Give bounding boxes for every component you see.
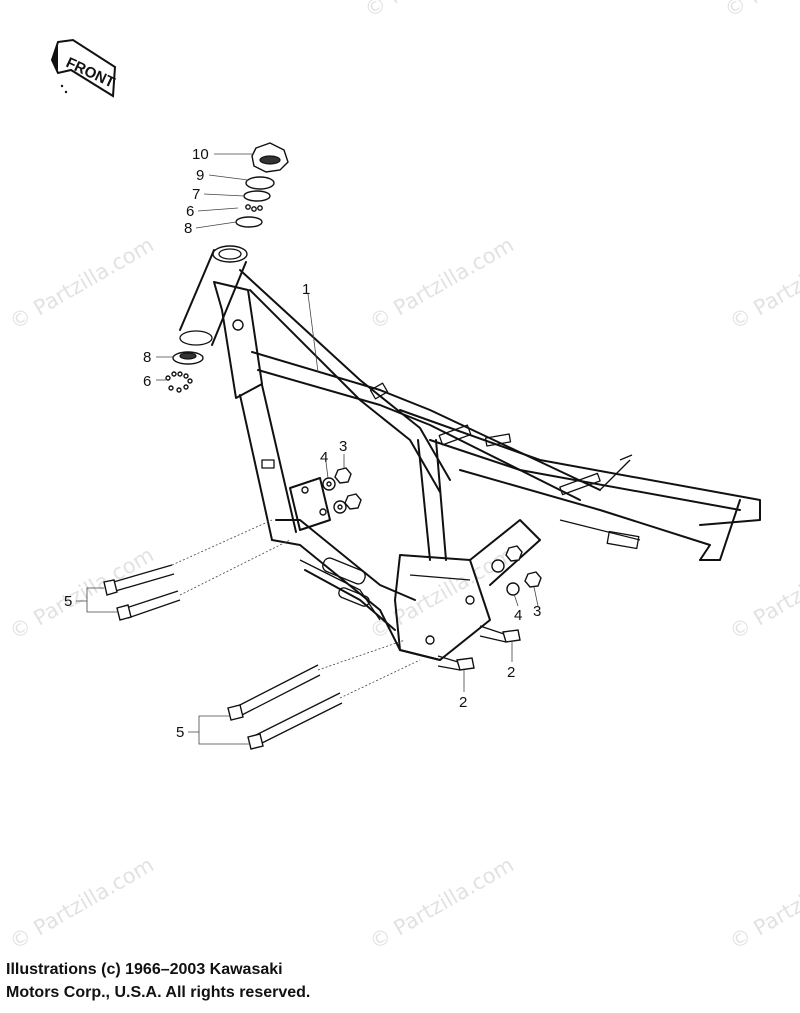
callout-5-upper: 5 <box>64 593 72 610</box>
motorcycle-frame <box>179 245 761 661</box>
callout-3-upper: 3 <box>339 438 347 455</box>
watermark: © Partzilla.com <box>6 543 158 645</box>
callout-6-upper: 6 <box>186 203 194 220</box>
watermark: © Partzilla.com <box>726 543 800 645</box>
leader-lines <box>76 153 539 745</box>
callout-5-lower: 5 <box>176 724 184 741</box>
callout-2-left: 2 <box>459 694 467 711</box>
watermark: © Partzilla.com <box>6 233 158 335</box>
steering-parts <box>165 142 289 393</box>
copyright-line-2: Motors Corp., U.S.A. All rights reserved… <box>6 984 311 1001</box>
seal-upper <box>245 176 275 190</box>
nuts-washers <box>322 467 542 596</box>
short-bolts <box>437 625 521 671</box>
watermark: © Partzilla.com <box>721 0 800 22</box>
watermark: © Partzilla.com <box>6 853 158 955</box>
watermark: © Partzilla.com <box>361 0 513 22</box>
callout-7: 7 <box>192 186 200 203</box>
callout-6-lower: 6 <box>143 373 151 390</box>
callout-1: 1 <box>302 281 310 298</box>
callout-8-lower: 8 <box>143 349 151 366</box>
copyright-line-1: Illustrations (c) 1966–2003 Kawasaki <box>6 961 283 978</box>
callouts: 10 9 7 6 8 1 8 6 4 3 4 3 2 2 5 5 <box>64 146 541 741</box>
callout-8-upper: 8 <box>184 220 192 237</box>
callout-4-upper: 4 <box>320 449 328 466</box>
bearing-race-upper <box>235 216 263 228</box>
callout-3-lower: 3 <box>533 603 541 620</box>
watermark: © Partzilla.com <box>366 853 518 955</box>
watermark-layer: © Partzilla.com © Partzilla.com © Partzi… <box>6 0 800 954</box>
callout-10: 10 <box>192 146 209 163</box>
watermark: © Partzilla.com <box>726 233 800 335</box>
callout-4-lower: 4 <box>514 607 522 624</box>
copyright-notice: Illustrations (c) 1966–2003 Kawasaki Mot… <box>6 958 566 1004</box>
callout-9: 9 <box>196 167 204 184</box>
front-arrow-icon: FRONT <box>50 38 117 98</box>
watermark: © Partzilla.com <box>366 233 518 335</box>
callout-2-right: 2 <box>507 664 515 681</box>
watermark: © Partzilla.com <box>726 853 800 955</box>
long-bolts <box>103 519 421 750</box>
ball-bearings-lower <box>165 371 193 393</box>
